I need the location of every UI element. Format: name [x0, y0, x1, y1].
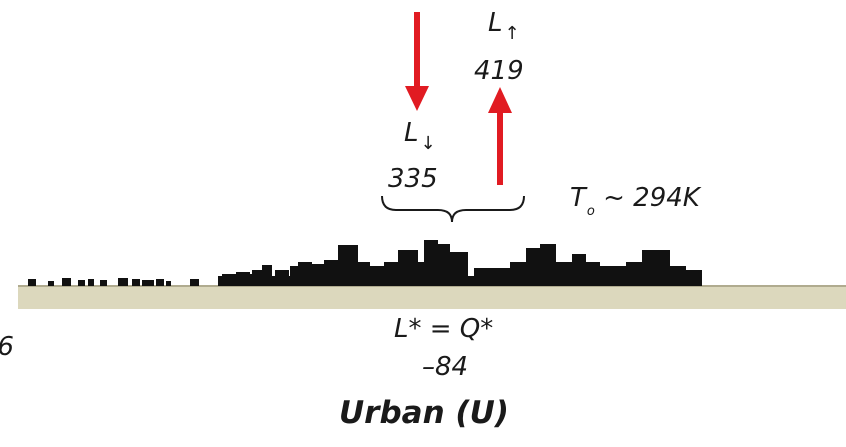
longwave-out-letter: L	[488, 8, 503, 38]
temperature-subscript: o	[586, 204, 595, 219]
longwave-in-arrow: ↓	[420, 133, 436, 154]
edge-value: -6	[0, 334, 14, 360]
longwave-in-letter: L	[404, 118, 419, 148]
longwave-out-symbol: L↑	[488, 8, 520, 43]
diagram-title: Urban (U)	[339, 395, 509, 431]
net-longwave-value: –84	[422, 352, 469, 382]
ground-surface	[18, 286, 846, 309]
city-skyline-icon	[28, 240, 702, 286]
curly-brace-icon	[381, 195, 525, 223]
longwave-in-symbol: L↓	[404, 118, 436, 153]
longwave-out-arrow: ↑	[504, 23, 520, 44]
temperature-symbol: T	[570, 183, 586, 213]
surface-temperature: To ~ 294K	[570, 183, 700, 218]
red-down-arrow-icon	[405, 12, 429, 111]
temperature-value: ~ 294K	[603, 183, 700, 213]
longwave-in-value: 335	[388, 164, 438, 194]
red-up-arrow-icon	[488, 87, 512, 185]
net-longwave-equation: L* = Q*	[394, 314, 494, 344]
longwave-out-value: 419	[474, 56, 524, 86]
